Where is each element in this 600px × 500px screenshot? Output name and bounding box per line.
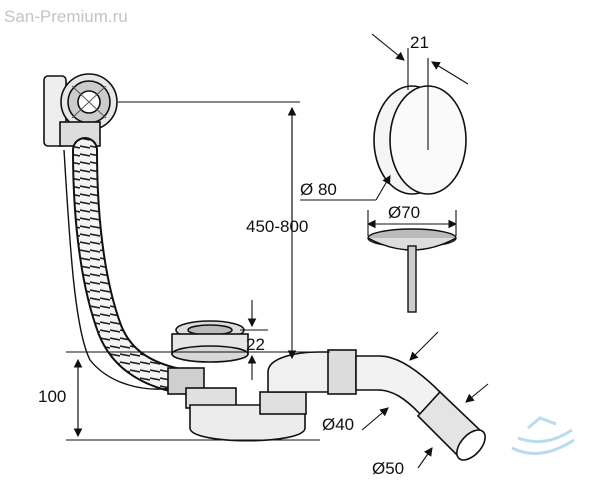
dim-pipe-40: Ø40 xyxy=(322,415,354,434)
drain-strainer xyxy=(167,320,249,409)
overflow-cap xyxy=(373,85,467,195)
siphon-body xyxy=(189,351,331,442)
bowden-cable xyxy=(63,149,173,390)
dim-stopper-diameter: Ø70 xyxy=(388,203,420,222)
dim-cap-diameter: Ø 80 xyxy=(300,180,337,199)
dimension-lines xyxy=(66,33,489,469)
dim-drain-height: 100 xyxy=(38,387,66,406)
dim-cap-thickness: 21 xyxy=(410,33,429,52)
dim-pipe-50: Ø50 xyxy=(372,459,404,478)
bathtub-logo-icon xyxy=(511,416,575,455)
dim-strainer-height: 22 xyxy=(246,335,265,354)
overflow-fitting xyxy=(43,73,118,147)
outlet-pipe xyxy=(327,349,486,461)
dim-overflow-range: 450-800 xyxy=(246,217,308,236)
watermark-text: San-Premium.ru xyxy=(4,7,128,26)
plug-stopper xyxy=(367,228,457,313)
